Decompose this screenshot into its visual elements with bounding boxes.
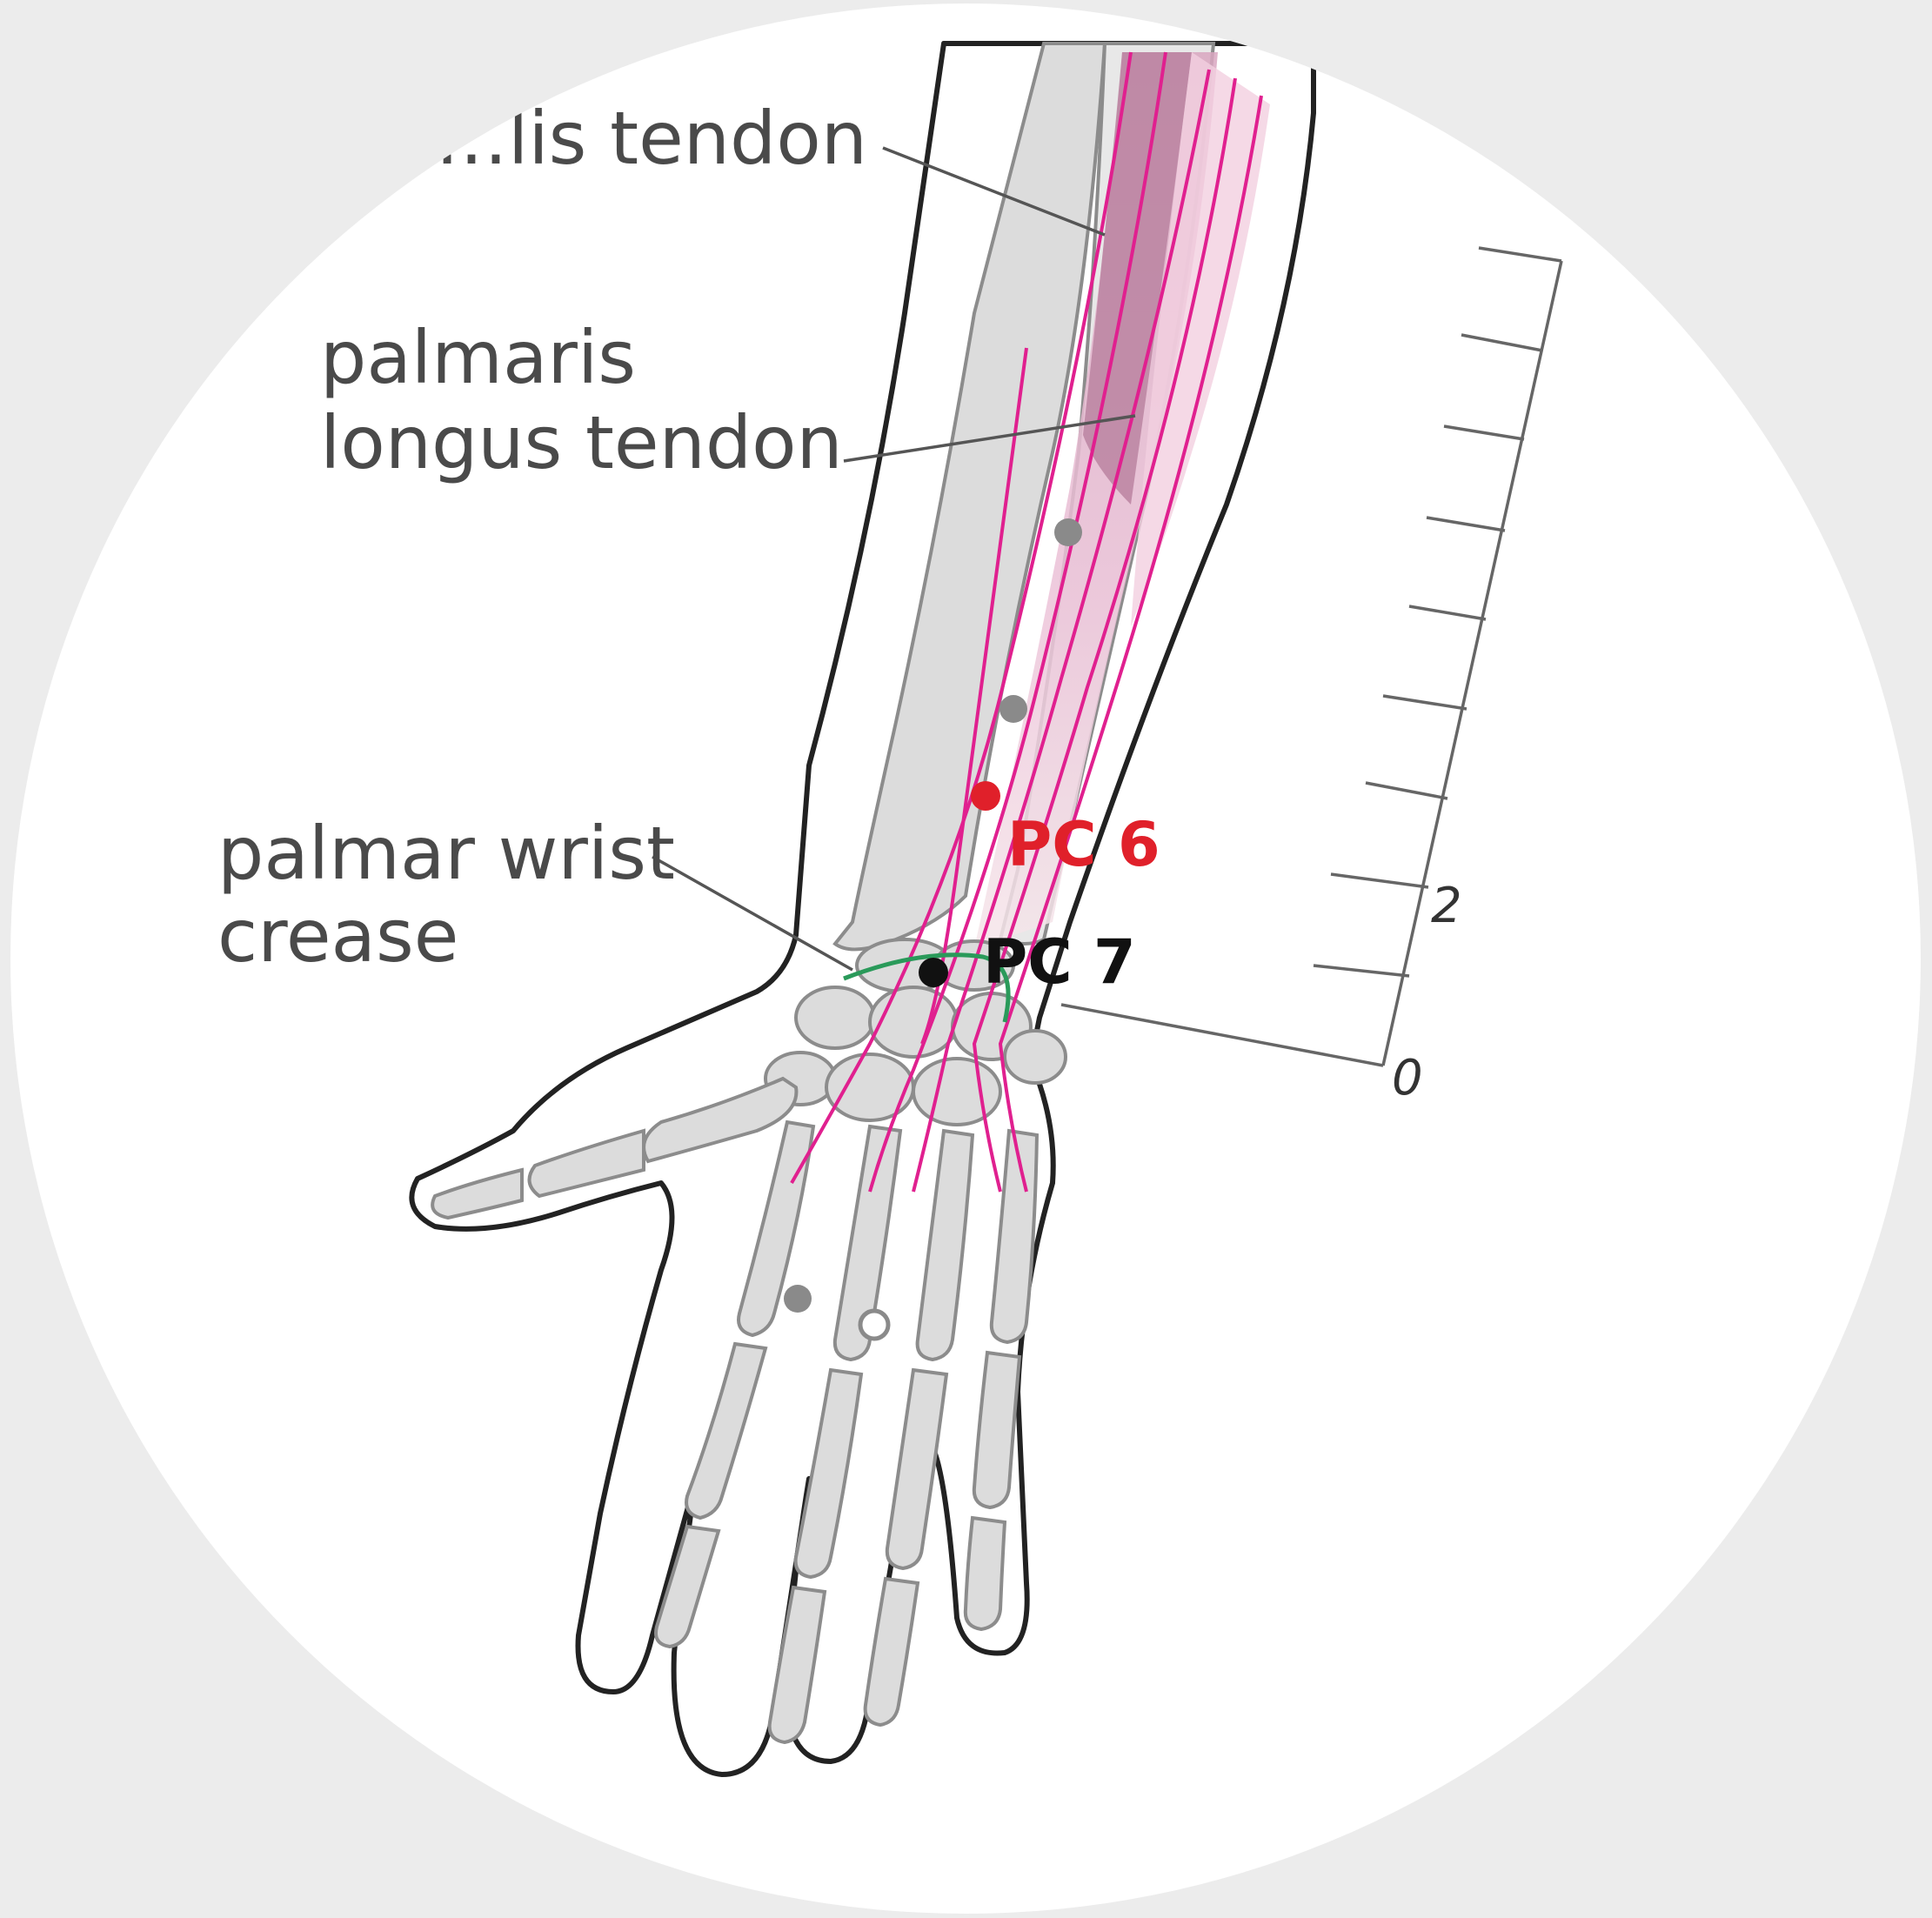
pc7-label: PC 7 [983,926,1136,998]
crease-label-line1: palmar wrist [217,811,675,896]
pc6-point [971,781,1000,811]
pc7-point [919,958,948,987]
tendon-top-label: …lis tendon [435,96,867,181]
palmaris-label-line1: palmaris [320,315,636,400]
crease-label-line2: crease [217,893,458,979]
scale-label-0: 0 [1392,1050,1423,1106]
pc6-label: PC 6 [1007,809,1160,880]
palmaris-label-line2: longus tendon [320,400,843,485]
hollow-point [860,1311,888,1339]
scale-label-2: 2 [1431,878,1462,934]
